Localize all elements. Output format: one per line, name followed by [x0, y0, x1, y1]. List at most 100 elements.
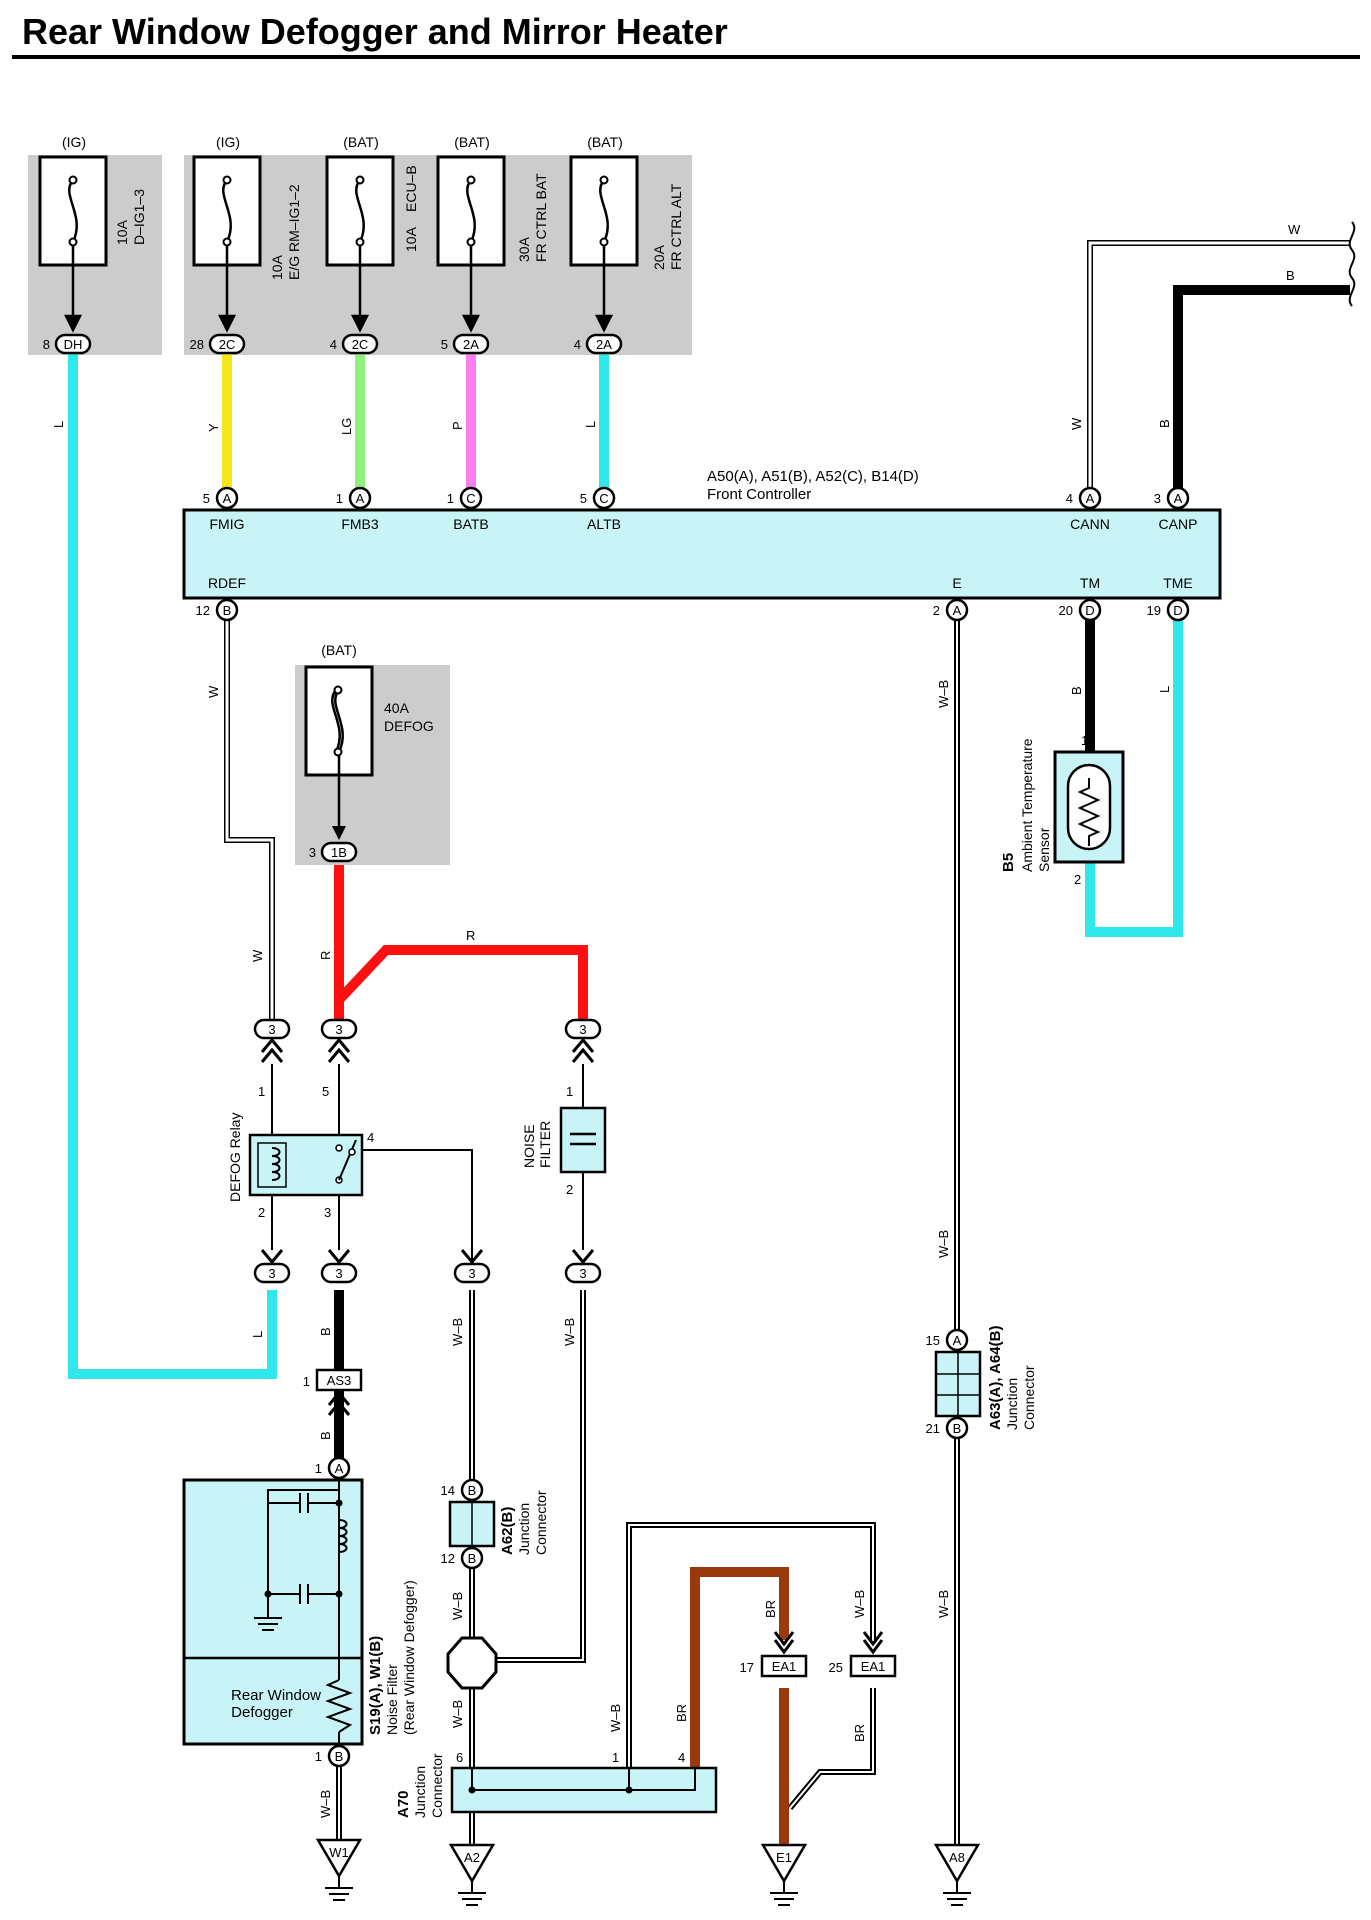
svg-text:3: 3	[579, 1266, 586, 1281]
svg-text:3: 3	[268, 1022, 275, 1037]
svg-text:DEFOG: DEFOG	[384, 718, 434, 734]
svg-text:A: A	[953, 603, 962, 618]
svg-text:B: B	[318, 1431, 333, 1440]
noise-filter: 1 2 NOISE FILTER	[521, 1064, 607, 1250]
svg-text:4: 4	[574, 337, 581, 352]
svg-text:8: 8	[43, 337, 50, 352]
svg-text:Noise Filter: Noise Filter	[384, 1664, 400, 1735]
front-controller: A50(A), A51(B), A52(C), B14(D) Front Con…	[182, 468, 1222, 622]
inline-connector: 3	[564, 1018, 602, 1063]
svg-text:Y: Y	[206, 423, 221, 432]
wire-labels: L Y LG P L W B W B W W R R W–B B L W–B W…	[51, 222, 1301, 1818]
svg-text:4: 4	[678, 1750, 685, 1765]
svg-text:Connector: Connector	[429, 1753, 445, 1818]
svg-text:15: 15	[926, 1333, 940, 1348]
svg-text:W–B: W–B	[936, 680, 951, 708]
svg-text:20: 20	[1059, 603, 1073, 618]
svg-text:10A: 10A	[269, 254, 285, 280]
svg-text:5: 5	[441, 337, 448, 352]
svg-text:A: A	[223, 491, 232, 506]
svg-text:ECU–B: ECU–B	[403, 165, 419, 212]
as3-connector: AS3 1	[303, 1368, 363, 1416]
fuse-icon	[68, 179, 78, 243]
svg-text:L: L	[250, 1331, 265, 1338]
svg-text:10A: 10A	[403, 226, 419, 252]
controller-top-pin: A 5 FMIG	[203, 486, 245, 532]
svg-text:B: B	[468, 1483, 477, 1498]
controller-top-pin: A 1 FMB3	[336, 486, 379, 532]
fuse-eg-rm-ig1-2: (IG) 10A E/G RM–IG1–2	[192, 134, 302, 280]
svg-text:2A: 2A	[463, 337, 479, 352]
fuse-power-label: (BAT)	[321, 642, 357, 658]
svg-text:1B: 1B	[331, 845, 347, 860]
page-title: Rear Window Defogger and Mirror Heater	[22, 11, 728, 52]
svg-text:Junction: Junction	[516, 1503, 532, 1555]
fuse-d-ig1-3: (IG) 10A D–IG1–3	[38, 134, 147, 267]
svg-text:1: 1	[447, 491, 454, 506]
svg-text:DH: DH	[64, 337, 83, 352]
svg-text:W–B: W–B	[562, 1318, 577, 1346]
svg-text:14: 14	[441, 1483, 455, 1498]
svg-text:D: D	[1173, 603, 1182, 618]
controller-top-pin: C 1 BATB	[447, 486, 489, 532]
fuse-power-label: (IG)	[62, 134, 86, 150]
inline-connector: 3	[564, 1249, 602, 1284]
svg-text:B: B	[223, 603, 232, 618]
svg-text:1: 1	[315, 1749, 322, 1764]
svg-text:LG: LG	[339, 418, 354, 435]
svg-text:FR CTRL BAT: FR CTRL BAT	[533, 173, 549, 262]
svg-text:BR: BR	[763, 1600, 778, 1618]
svg-text:W–B: W–B	[318, 1790, 333, 1818]
svg-text:17: 17	[740, 1660, 754, 1675]
controller-bottom-pin: TME D 19	[1147, 575, 1193, 622]
relay-switch-icon	[338, 1139, 357, 1181]
svg-text:TME: TME	[1163, 575, 1193, 591]
svg-text:W–B: W–B	[450, 1700, 465, 1728]
svg-text:L: L	[51, 421, 66, 428]
inline-connectors: 3 3 3 3 3 3	[253, 1018, 602, 1284]
svg-text:(Rear Window Defogger): (Rear Window Defogger)	[401, 1580, 417, 1735]
svg-text:20A: 20A	[651, 244, 667, 270]
svg-text:L: L	[1157, 686, 1172, 693]
svg-text:4: 4	[367, 1130, 374, 1145]
ground-icon	[933, 1843, 981, 1884]
svg-text:1: 1	[1081, 733, 1088, 748]
svg-text:E: E	[952, 575, 961, 591]
svg-text:DEFOG Relay: DEFOG Relay	[227, 1113, 243, 1202]
fuse-power-label: (IG)	[216, 134, 240, 150]
svg-text:AS3: AS3	[327, 1373, 352, 1388]
svg-text:C: C	[599, 491, 608, 506]
svg-text:EA1: EA1	[772, 1659, 797, 1674]
svg-text:R: R	[318, 951, 333, 960]
svg-text:28: 28	[190, 337, 204, 352]
fuse-power-label: (BAT)	[343, 134, 379, 150]
svg-text:Junction: Junction	[412, 1766, 428, 1818]
svg-text:W–B: W–B	[608, 1704, 623, 1732]
svg-text:2: 2	[933, 603, 940, 618]
controller-bottom-pin: E A 2	[933, 575, 969, 622]
svg-text:A63(A), A64(B): A63(A), A64(B)	[987, 1326, 1004, 1430]
svg-text:D: D	[1085, 603, 1094, 618]
fuse-ecu-b: (BAT) 10A ECU–B	[325, 134, 419, 267]
svg-text:1: 1	[258, 1084, 265, 1099]
svg-text:B: B	[1069, 686, 1084, 695]
svg-text:W–B: W–B	[852, 1590, 867, 1618]
svg-text:L: L	[583, 421, 598, 428]
svg-text:TM: TM	[1080, 575, 1100, 591]
svg-text:3: 3	[324, 1205, 331, 1220]
fuse-icon	[334, 689, 344, 753]
junction-a70: 6 1 4 A70 Junction Connector	[395, 1750, 718, 1818]
wires	[68, 240, 1350, 1850]
svg-text:A: A	[1086, 491, 1095, 506]
svg-text:B: B	[1286, 268, 1295, 283]
svg-text:4: 4	[1066, 491, 1073, 506]
svg-text:W–B: W–B	[450, 1592, 465, 1620]
svg-text:2A: 2A	[596, 337, 612, 352]
svg-text:FILTER: FILTER	[537, 1121, 553, 1168]
svg-text:12: 12	[441, 1551, 455, 1566]
ambient-temperature-sensor: 1 2 B5 Ambient Temperature Sensor	[1000, 733, 1125, 887]
svg-text:C: C	[466, 491, 475, 506]
svg-text:2: 2	[258, 1205, 265, 1220]
fuse-fr-ctrl-bat: (BAT) 30A FR CTRL BAT	[436, 134, 549, 267]
thermistor-icon	[1077, 778, 1101, 846]
